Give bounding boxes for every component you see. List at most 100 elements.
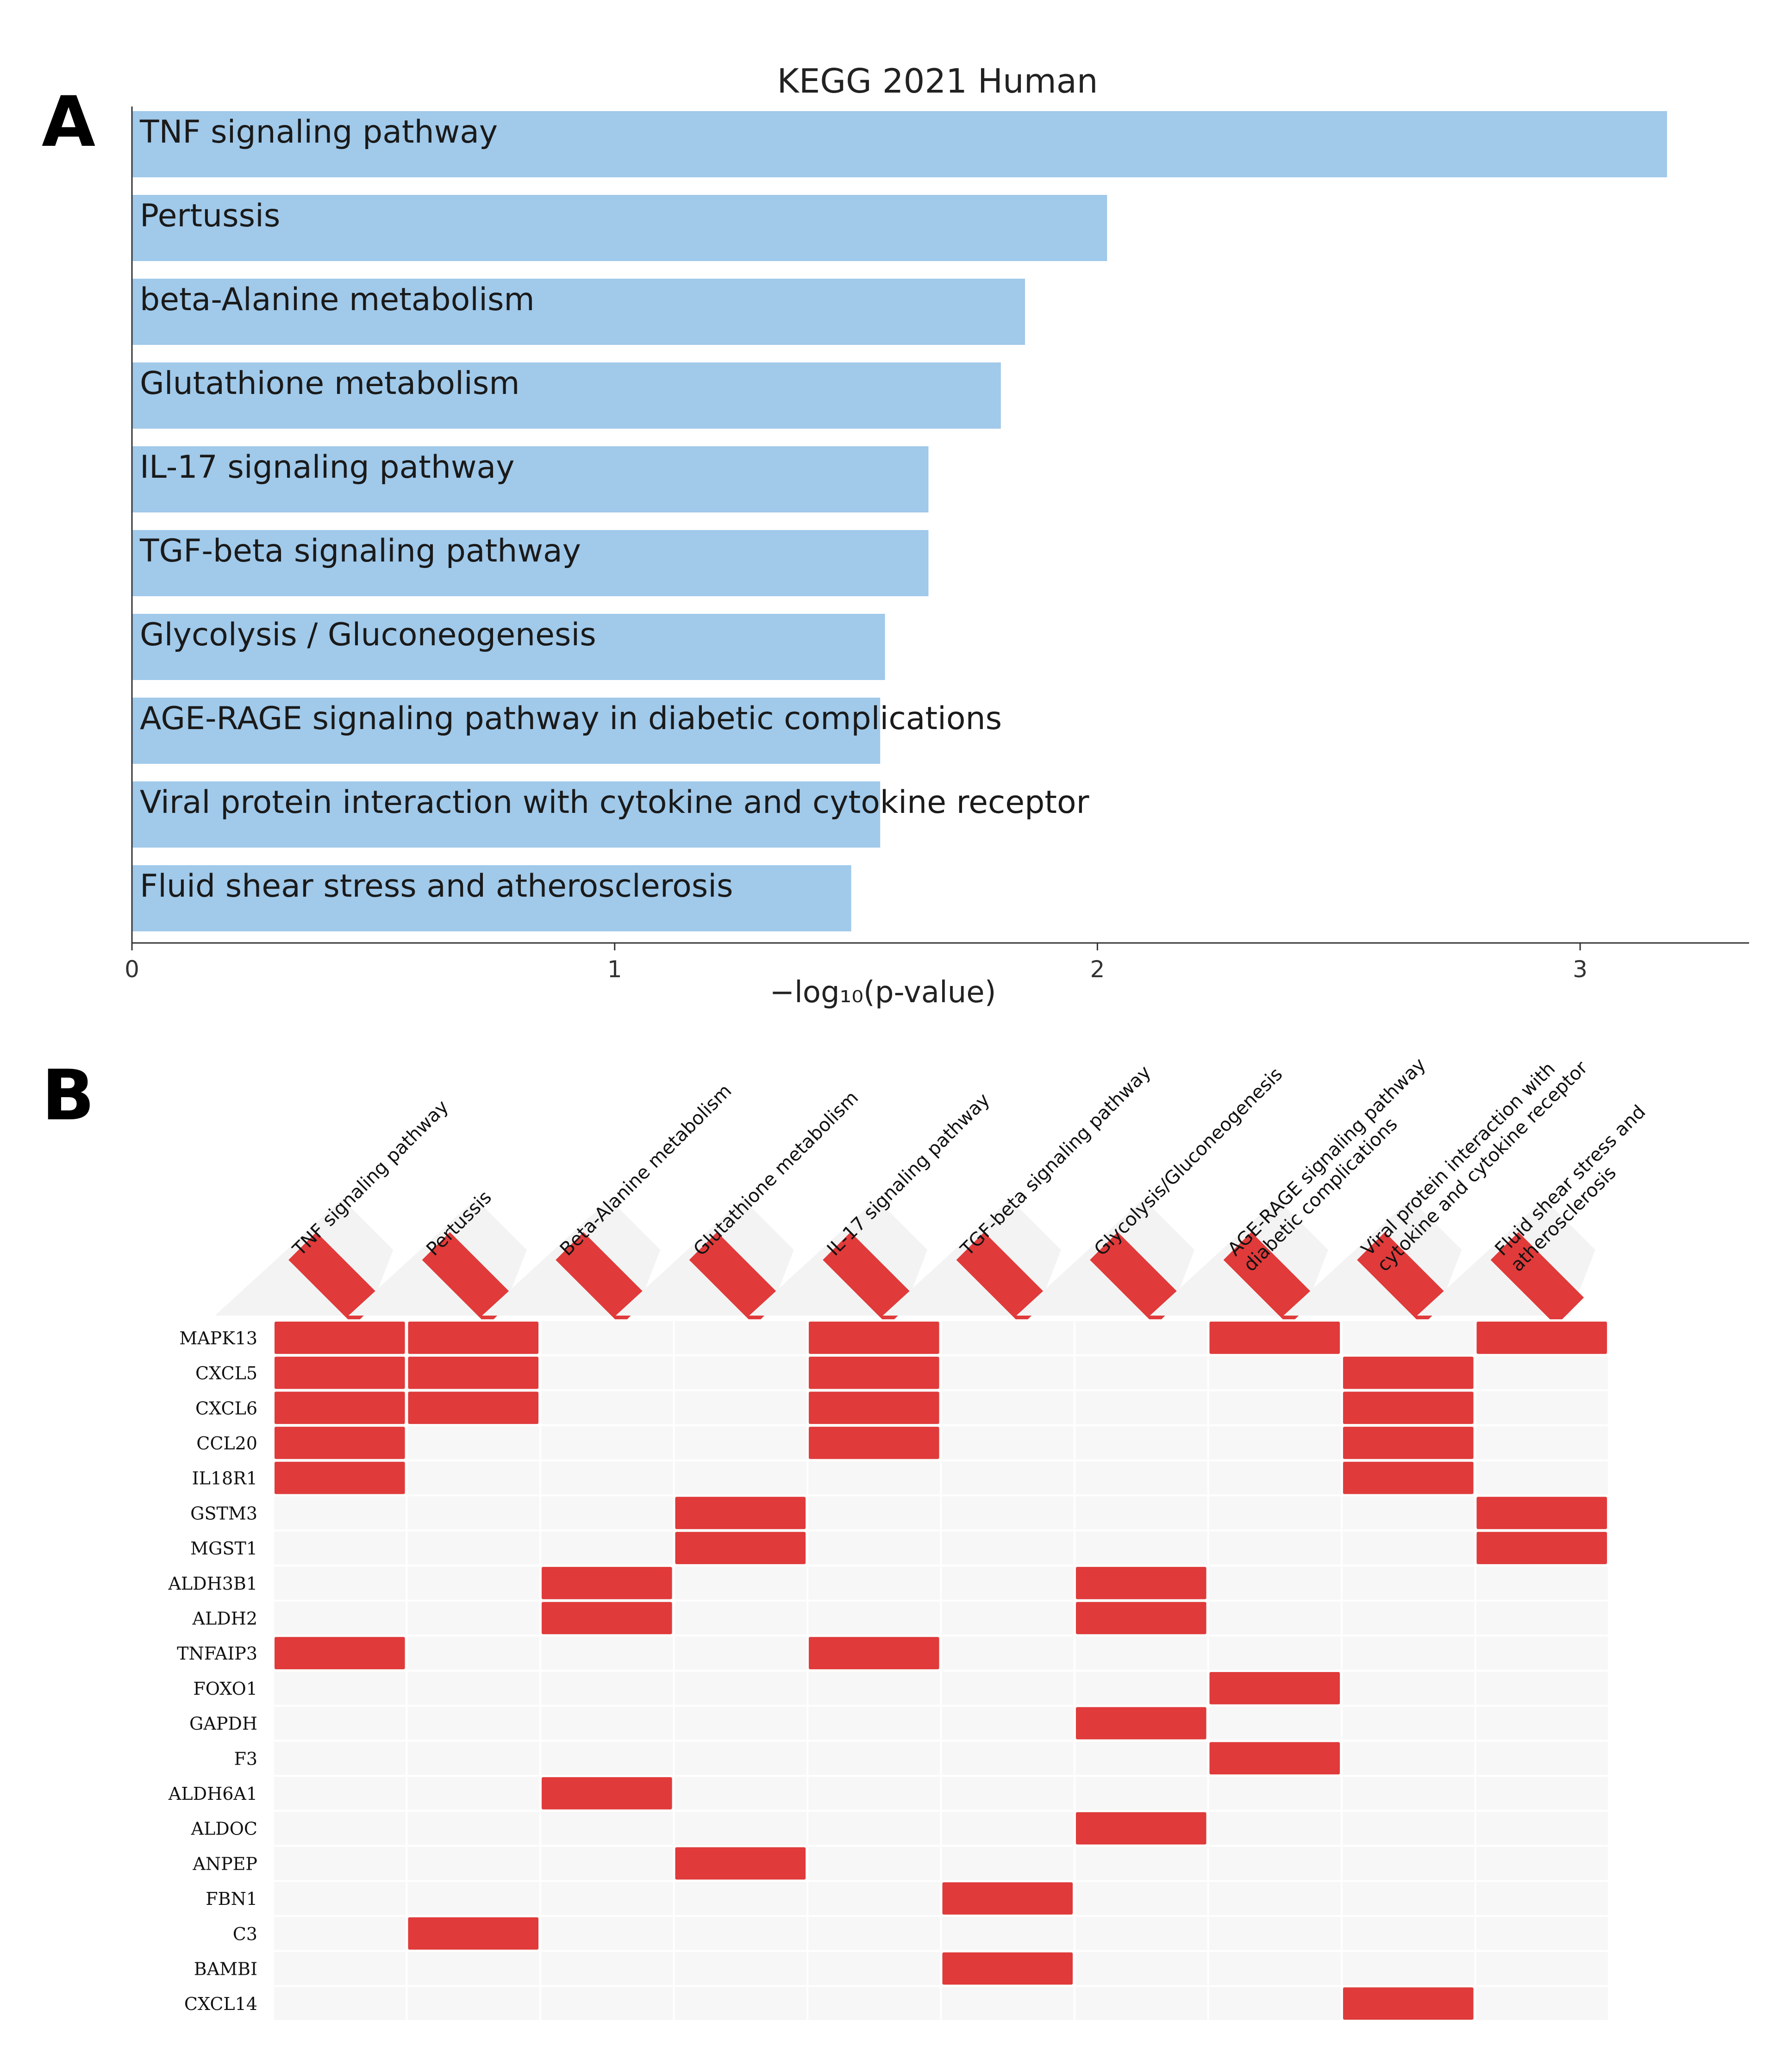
gene-label: C3 xyxy=(233,1924,257,1944)
panel-a-bar-chart: A KEGG 2021 Human TNF signaling pathwayP… xyxy=(42,62,1749,1010)
heatmap-cell xyxy=(542,1777,672,1810)
bar xyxy=(132,446,929,512)
gene-label: FOXO1 xyxy=(193,1679,257,1699)
chart-title: KEGG 2021 Human xyxy=(777,62,1098,100)
x-axis-label: −log₁₀(p-value) xyxy=(769,975,996,1010)
gene-label: CXCL14 xyxy=(184,1994,257,2014)
heatmap-cell xyxy=(1209,1322,1340,1354)
bar xyxy=(132,195,1107,261)
heatmap-cell xyxy=(942,1882,1073,1915)
heatmap-cell xyxy=(942,1952,1073,1985)
bar-label: AGE-RAGE signaling pathway in diabetic c… xyxy=(140,700,1002,737)
column-header-marker xyxy=(1223,1232,1317,1326)
gene-label: GAPDH xyxy=(189,1714,257,1734)
panel-a-label: A xyxy=(42,82,95,162)
heatmap-cell xyxy=(1343,1461,1474,1494)
gene-label: CXCL6 xyxy=(195,1398,257,1418)
bar-label: Glutathione metabolism xyxy=(140,365,519,402)
bar-label: Fluid shear stress and atherosclerosis xyxy=(140,868,733,905)
heatmap-grid xyxy=(272,1319,1610,2022)
bar xyxy=(132,279,1025,345)
heatmap-cell xyxy=(275,1461,405,1494)
x-tick-label: 3 xyxy=(1573,956,1588,983)
bar-label: TGF-beta signaling pathway xyxy=(139,533,581,569)
bar xyxy=(132,614,885,680)
heatmap-cell xyxy=(1476,1322,1607,1354)
heatmap-cell xyxy=(809,1356,939,1389)
gene-label: FBN1 xyxy=(206,1889,257,1909)
heatmap-cell xyxy=(1476,1532,1607,1564)
x-tick-label: 0 xyxy=(125,956,139,983)
column-header-marker xyxy=(1490,1232,1584,1326)
heatmap-cell xyxy=(408,1356,538,1389)
heatmap-cell xyxy=(275,1392,405,1424)
bar-label: Viral protein interaction with cytokine … xyxy=(140,784,1089,821)
bar xyxy=(132,781,881,848)
heatmap-cell xyxy=(275,1322,405,1354)
heatmap-cell xyxy=(809,1322,939,1354)
gene-label: IL18R1 xyxy=(192,1468,257,1489)
column-header-marker xyxy=(422,1232,516,1326)
heatmap-cell xyxy=(1343,1427,1474,1459)
gene-label: ALDH2 xyxy=(192,1608,257,1629)
heatmap-cell xyxy=(542,1602,672,1635)
bar-label: IL-17 signaling pathway xyxy=(140,449,514,486)
x-axis: 0 1 2 3 xyxy=(125,106,1749,983)
gene-label: CCL20 xyxy=(196,1433,257,1454)
bar-label: Pertussis xyxy=(140,198,280,234)
heatmap-cell xyxy=(809,1427,939,1459)
x-tick-label: 2 xyxy=(1090,956,1105,983)
column-header-marker xyxy=(689,1232,783,1326)
gene-label: GSTM3 xyxy=(190,1503,257,1523)
column-header-marker xyxy=(823,1232,916,1326)
column-header-marker xyxy=(556,1232,649,1326)
gene-label: MGST1 xyxy=(190,1538,257,1559)
gene-label: BAMBI xyxy=(194,1959,257,1979)
gene-label: F3 xyxy=(234,1748,257,1769)
heatmap-cell xyxy=(809,1637,939,1669)
heatmap-cell xyxy=(1343,1356,1474,1389)
heatmap-cell xyxy=(1076,1566,1206,1599)
bar-label: TNF signaling pathway xyxy=(139,114,498,150)
heatmap-cell xyxy=(1343,1392,1474,1424)
bar-label: Glycolysis / Gluconeogenesis xyxy=(140,617,596,653)
gene-label: MAPK13 xyxy=(179,1328,257,1348)
heatmap-cell xyxy=(675,1847,806,1880)
column-header-marker xyxy=(288,1232,382,1326)
heatmap-cell xyxy=(1209,1672,1340,1704)
heatmap-cell xyxy=(542,1566,672,1599)
heatmap-cell xyxy=(675,1497,806,1529)
heatmap-cell xyxy=(1076,1707,1206,1740)
heatmap-cell xyxy=(408,1322,538,1354)
heatmap-cell xyxy=(1209,1742,1340,1775)
heatmap-cell xyxy=(275,1356,405,1389)
gene-label: ALDH3B1 xyxy=(168,1573,257,1594)
gene-label: ALDOC xyxy=(191,1819,257,1839)
bar-label: beta-Alanine metabolism xyxy=(140,281,535,318)
heatmap-cell xyxy=(275,1637,405,1669)
heatmap-cell xyxy=(408,1392,538,1424)
gene-label: ANPEP xyxy=(192,1854,257,1874)
column-header-marker xyxy=(1357,1232,1450,1326)
heatmap-cell xyxy=(1076,1812,1206,1845)
gene-label: ALDH6A1 xyxy=(168,1784,257,1804)
heatmap-cell xyxy=(675,1532,806,1564)
heatmap-cell xyxy=(1476,1497,1607,1529)
heatmap-cell xyxy=(1343,1987,1474,2020)
bar xyxy=(132,111,1667,177)
panel-b-label: B xyxy=(42,1055,94,1136)
column-header-marker xyxy=(1090,1232,1183,1326)
row-labels: MAPK13CXCL5CXCL6CCL20IL18R1GSTM3MGST1ALD… xyxy=(168,1328,257,2014)
heatmap-cell xyxy=(1076,1602,1206,1635)
heatmap-cell xyxy=(809,1392,939,1424)
x-tick-label: 1 xyxy=(607,956,622,983)
heatmap-cell xyxy=(275,1427,405,1459)
bar xyxy=(132,865,851,931)
heatmap-cell xyxy=(408,1917,538,1950)
gene-label: TNFAIP3 xyxy=(177,1643,257,1664)
column-header-marker xyxy=(956,1232,1050,1326)
